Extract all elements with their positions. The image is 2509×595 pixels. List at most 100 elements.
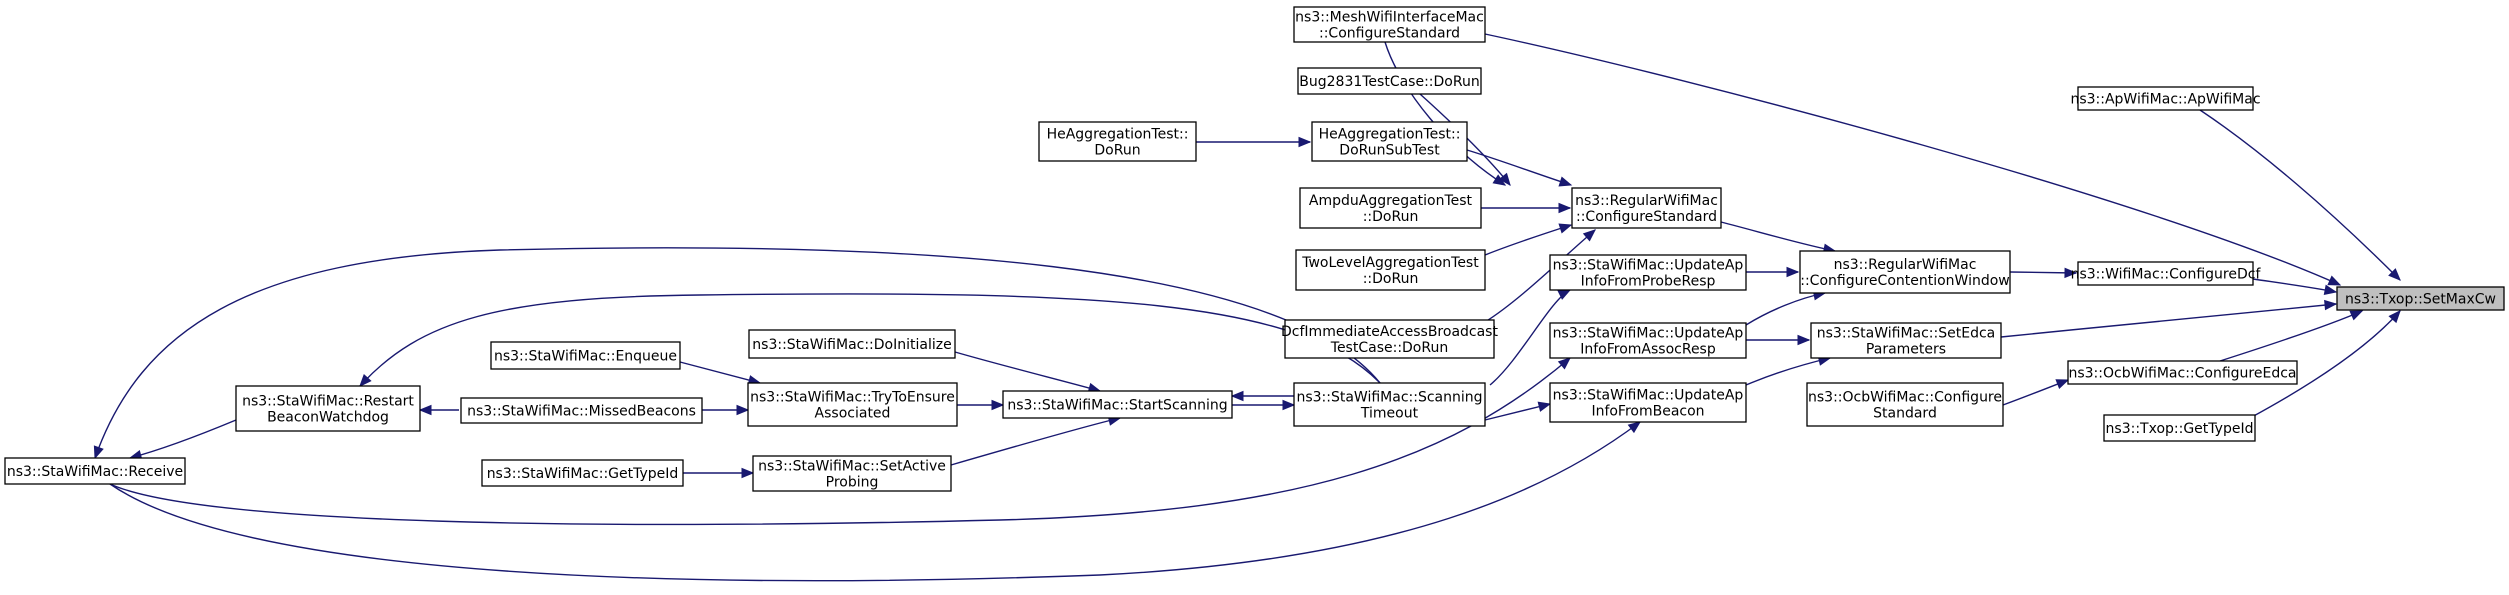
node-box	[1297, 67, 1482, 95]
node-box	[752, 455, 952, 492]
edge-stawifimac-updateapinfofromassocresp-to-regularwifimac-configurecontentionwindow	[1745, 292, 1826, 326]
node-label: Probing	[826, 475, 879, 491]
node-label: ::ConfigureStandard	[1319, 26, 1460, 42]
arrowhead-regularwifimac-configurestandard	[1498, 172, 1511, 187]
node-regularwifimac-configurestandard[interactable]: ns3::RegularWifiMac::ConfigureStandard	[1571, 187, 1722, 229]
node-heaggregationtest-dorunsubtest[interactable]: HeAggregationTest::DoRunSubTest	[1311, 121, 1468, 162]
node-box	[481, 459, 684, 487]
node-label: ::ConfigureStandard	[1576, 209, 1717, 225]
arrowhead-txop-setmaxcw	[2323, 284, 2338, 295]
node-box	[1038, 121, 1197, 162]
node-label: ns3::StaWifiMac::DoInitialize	[752, 337, 951, 353]
node-stawifimac-updateapinfofromproberesp[interactable]: ns3::StaWifiMac::UpdateApInfoFromProbeRe…	[1549, 254, 1747, 291]
node-txop-setmaxcw[interactable]: ns3::Txop::SetMaxCw	[2336, 286, 2505, 311]
arrowhead-regularwifimac-configurestandard	[1558, 202, 1572, 214]
node-label: ns3::StaWifiMac::MissedBeacons	[467, 404, 696, 420]
node-box	[1806, 382, 2004, 427]
node-label: ns3::RegularWifiMac	[1834, 257, 1977, 273]
node-dcfimmediateaccessbroadcasttestcase-dorun[interactable]: DcfImmediateAccessBroadcastTestCase::DoR…	[1281, 319, 1498, 359]
arrowhead-txop-setmaxcw	[2388, 310, 2401, 324]
edge-layer	[93, 33, 2401, 582]
edge-stawifimac-scanningtimeout-to-stawifimac-restartbeaconwatchdog	[359, 293, 1381, 387]
node-box	[2077, 86, 2254, 111]
node-label: ns3::Txop::SetMaxCw	[2345, 292, 2496, 308]
node-label: ns3::StaWifiMac::GetTypeId	[487, 466, 679, 482]
arrowhead-stawifimac-setactiveprobing	[741, 467, 755, 479]
node-stawifimac-enqueue[interactable]: ns3::StaWifiMac::Enqueue	[490, 341, 681, 370]
node-ocbwifimac-configureedca[interactable]: ns3::OcbWifiMac::ConfigureEdca	[2067, 360, 2298, 385]
node-ocbwifimac-configurestandard[interactable]: ns3::OcbWifiMac::ConfigureStandard	[1806, 382, 2004, 427]
node-box	[490, 341, 681, 370]
node-stawifimac-missedbeacons[interactable]: ns3::StaWifiMac::MissedBeacons	[460, 397, 703, 424]
arrowhead-stawifimac-startscanning	[1230, 390, 1244, 402]
node-twolevelaggregationtest-dorun[interactable]: TwoLevelAggregationTest::DoRun	[1295, 249, 1486, 291]
node-bug2831testcase-dorun[interactable]: Bug2831TestCase::DoRun	[1297, 67, 1482, 95]
node-label: ns3::StaWifiMac::UpdateAp	[1553, 258, 1744, 274]
node-box	[1549, 322, 1747, 359]
node-box	[1549, 382, 1747, 423]
node-stawifimac-updateapinfofromassocresp[interactable]: ns3::StaWifiMac::UpdateApInfoFromAssocRe…	[1549, 322, 1747, 359]
node-label: BeaconWatchdog	[267, 410, 389, 426]
edge-stawifimac-scanningtimeout-to-stawifimac-receive	[94, 247, 1381, 459]
node-box	[748, 329, 956, 359]
node-box	[1293, 6, 1486, 43]
node-label: ns3::StaWifiMac::Restart	[242, 394, 414, 410]
node-stawifimac-startscanning[interactable]: ns3::StaWifiMac::StartScanning	[1002, 390, 1233, 419]
arrowhead-ocbwifimac-configureedca	[2055, 379, 2070, 390]
node-stawifimac-doinitialize[interactable]: ns3::StaWifiMac::DoInitialize	[748, 329, 956, 359]
arrowhead-stawifimac-restartbeaconwatchdog	[359, 373, 372, 387]
node-label: AmpduAggregationTest	[1309, 193, 1473, 209]
node-label: ns3::StaWifiMac::UpdateAp	[1553, 388, 1744, 404]
node-box	[2077, 261, 2254, 286]
node-wifimac-configuredcf[interactable]: ns3::WifiMac::ConfigureDcf	[2071, 261, 2262, 286]
edge-meshwifiinterfacemac-configurestandard-to-regularwifimac-configurestandard	[1384, 41, 1506, 186]
node-meshwifiinterfacemac-configurestandard[interactable]: ns3::MeshWifiInterfaceMac::ConfigureStan…	[1293, 6, 1486, 43]
edge-stawifimac-updateapinfofrombeacon-to-stawifimac-setedcaparameters	[1745, 357, 1831, 386]
node-label: InfoFromAssocResp	[1580, 342, 1716, 358]
node-label: ns3::OcbWifiMac::Configure	[1808, 390, 2002, 406]
arrowhead-stawifimac-trytoensureassociated	[736, 404, 750, 416]
node-ampduaggregationtest-dorun[interactable]: AmpduAggregationTest::DoRun	[1299, 187, 1482, 229]
node-apwifimac-apwifimac[interactable]: ns3::ApWifiMac::ApWifiMac	[2070, 86, 2261, 111]
node-stawifimac-gettypeid[interactable]: ns3::StaWifiMac::GetTypeId	[481, 459, 684, 487]
node-label: DcfImmediateAccessBroadcast	[1281, 324, 1498, 340]
node-heaggregationtest-dorun[interactable]: HeAggregationTest::DoRun	[1038, 121, 1197, 162]
node-stawifimac-receive[interactable]: ns3::StaWifiMac::Receive	[4, 457, 186, 485]
edge-stawifimac-receive-to-stawifimac-updateapinfofromassocresp	[109, 357, 1571, 526]
node-label: ::DoRun	[1363, 271, 1419, 287]
edge-txop-gettypeid-to-txop-setmaxcw	[2249, 310, 2401, 419]
arrowhead-stawifimac-setedcaparameters	[1797, 334, 1811, 346]
node-label: ns3::WifiMac::ConfigureDcf	[2071, 267, 2262, 283]
node-label: DoRunSubTest	[1339, 143, 1440, 159]
node-regularwifimac-configurecontentionwindow[interactable]: ns3::RegularWifiMac::ConfigureContention…	[1799, 250, 2011, 294]
edge-dcfimmediateaccessbroadcasttestcase-dorun-to-regularwifimac-configurestandard	[1484, 229, 1596, 323]
node-txop-gettypeid[interactable]: ns3::Txop::GetTypeId	[2103, 414, 2256, 442]
arrowhead-txop-setmaxcw	[2327, 275, 2342, 286]
node-label: Parameters	[1866, 342, 1946, 358]
node-label: ns3::StaWifiMac::Receive	[7, 464, 183, 480]
arrowhead-stawifimac-startscanning	[991, 399, 1005, 411]
node-box	[1549, 254, 1747, 291]
node-label: InfoFromBeacon	[1591, 404, 1704, 420]
edge-stawifimac-setactiveprobing-to-stawifimac-startscanning	[950, 417, 1121, 466]
arrowhead-wifimac-configuredcf	[2064, 267, 2078, 279]
node-box	[1299, 187, 1482, 229]
edge-ocbwifimac-configureedca-to-txop-setmaxcw	[2219, 310, 2363, 362]
arrowhead-stawifimac-updateapinfofromassocresp	[1557, 357, 1572, 370]
edge-stawifimac-doinitialize-to-stawifimac-startscanning	[954, 351, 1101, 392]
edge-regularwifimac-configurestandard-to-regularwifimac-configurecontentionwindow	[1720, 221, 1836, 252]
node-label: HeAggregationTest::	[1319, 127, 1461, 143]
arrowhead-stawifimac-receive	[93, 445, 104, 460]
node-label: ns3::OcbWifiMac::ConfigureEdca	[2068, 366, 2296, 382]
node-box	[2103, 414, 2256, 442]
node-box	[1799, 250, 2011, 294]
edge-apwifimac-apwifimac-to-txop-setmaxcw	[2199, 109, 2401, 281]
node-label: ::ConfigureContentionWindow	[1800, 273, 2010, 289]
